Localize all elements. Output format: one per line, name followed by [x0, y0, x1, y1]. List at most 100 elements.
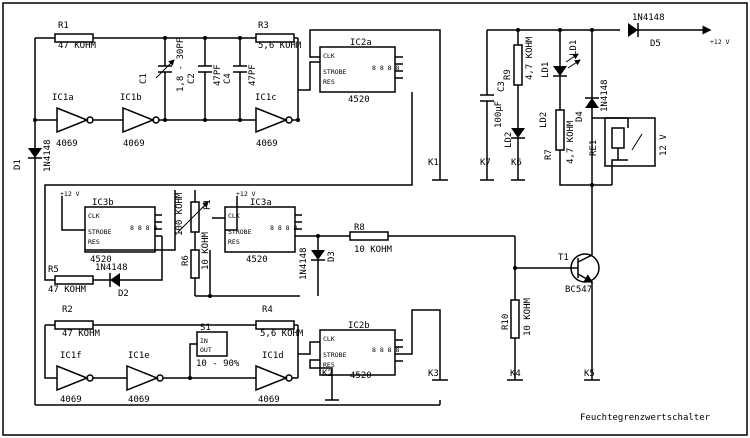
relay-re1	[604, 117, 656, 167]
resistor-r6	[190, 249, 200, 279]
inverter-ic1c	[255, 106, 289, 134]
re1-ref: RE1	[589, 140, 599, 156]
d2-value: 1N4148	[95, 263, 128, 273]
ic2b-type: 4520	[350, 371, 372, 381]
ic2a-strobe: STROBE	[323, 68, 347, 76]
c1-ref: C1	[139, 73, 149, 84]
ic1f-type: 4069	[60, 395, 82, 405]
ic3a-outs: 8 8 8 8	[270, 224, 297, 232]
ic3b-type: 4520	[90, 255, 112, 265]
c4-value: 47PF	[248, 64, 258, 86]
r7-value: 4,7 KOHM	[566, 120, 576, 164]
c3-value: 100µF	[494, 101, 504, 128]
c3-ref: C3	[497, 81, 507, 92]
counter-ic2a	[319, 46, 396, 93]
ic3b-ref: IC3b	[92, 198, 114, 208]
r9-ref: R9	[503, 69, 513, 80]
k6-label: K6	[511, 158, 522, 168]
s1-value: 10 - 90%	[196, 359, 240, 369]
c2-value: 47PF	[213, 64, 223, 86]
ic3b-strobe: STROBE	[88, 228, 112, 236]
r8-value: 10 KOHM	[354, 245, 393, 255]
supply-label: +12 V	[710, 38, 730, 46]
c2-ref: C2	[187, 73, 197, 84]
ic2a-type: 4520	[348, 95, 370, 105]
diagram-title: Feuchtegrenzwertschalter	[580, 413, 711, 423]
k3-label: K3	[428, 369, 439, 379]
junction-dots	[33, 28, 594, 380]
inverter-ic1f	[56, 364, 90, 392]
resistor-r2	[54, 320, 94, 330]
ic3a-res: RES	[228, 238, 240, 246]
ic2b-strobe: STROBE	[323, 351, 347, 359]
d5-ref: D5	[650, 39, 661, 49]
ic1e-type: 4069	[128, 395, 150, 405]
r10-ref: R10	[501, 314, 511, 330]
ic1f-ref: IC1f	[60, 351, 82, 361]
ic2b-outs: 8 8 8 8	[372, 346, 399, 354]
r1-value: 47 KOHM	[58, 41, 97, 51]
ic3a-strobe: STROBE	[228, 228, 252, 236]
r3-ref: R3	[258, 21, 269, 31]
d2-ref: D2	[118, 289, 129, 299]
ic3b-clk: CLK	[88, 212, 100, 220]
inverter-ic1a	[56, 106, 90, 134]
r6-value: 10 KOHM	[201, 231, 211, 270]
ic1d-ref: IC1d	[262, 351, 284, 361]
output-stage	[480, 23, 712, 381]
d1-ref: D1	[13, 159, 23, 170]
ic3a-clk: CLK	[228, 212, 240, 220]
r6-ref: R6	[181, 255, 191, 266]
ic1c-ref: IC1c	[255, 93, 277, 103]
r9-value: 4,7 KOHM	[525, 36, 535, 80]
t1-value: BC547	[565, 285, 592, 295]
r2-value: 47 KOHM	[62, 329, 101, 339]
ic2a-clk: CLK	[323, 52, 335, 60]
k7-label: K7	[480, 158, 491, 168]
re1-value: 12 V	[659, 134, 669, 156]
ic2b-ref: IC2b	[348, 321, 370, 331]
k2-label: K2	[322, 369, 333, 379]
r4-ref: R4	[262, 305, 273, 315]
r10-value: 10 KOHM	[523, 297, 533, 336]
r8-ref: R8	[354, 223, 365, 233]
labels: R1 47 KOHM R3 5,6 KOHM C1 1,8 - 30PF C2 …	[13, 13, 730, 423]
ic1a-type: 4069	[56, 139, 78, 149]
ic2a-outs: 8 8 8 8	[372, 64, 399, 72]
d1-value: 1N4148	[43, 139, 53, 172]
k4-label: K4	[510, 369, 521, 379]
r3-value: 5,6 KOHM	[258, 41, 302, 51]
resistor-r4	[255, 320, 295, 330]
s1-in: IN	[200, 337, 208, 345]
r7-ref: R7	[544, 149, 554, 160]
ic3a-type: 4520	[246, 255, 268, 265]
ic1b-type: 4069	[123, 139, 145, 149]
r1-ref: R1	[58, 21, 69, 31]
ic2b-clk: CLK	[323, 335, 335, 343]
s1-out: OUT	[200, 346, 212, 354]
inverter-ic1b	[122, 106, 156, 134]
s1-ref: S1	[200, 323, 211, 333]
p1-value: 100 KOHM	[175, 192, 185, 236]
r5-value: 47 KOHM	[48, 285, 87, 295]
middle-section	[44, 92, 570, 297]
d3-value: 1N4148	[299, 247, 309, 280]
ic1d-type: 4069	[258, 395, 280, 405]
bottom-oscillator	[44, 309, 448, 401]
ld1-ref: LD1	[569, 40, 579, 56]
k1-label: K1	[428, 158, 439, 168]
ic1e-ref: IC1e	[128, 351, 150, 361]
ld2-ref-2: LD2	[539, 112, 549, 128]
r5-ref: R5	[48, 265, 59, 275]
ld1-led-label: LD1	[541, 62, 551, 78]
inverter-ic1e	[126, 364, 160, 392]
inverter-ic1d	[255, 364, 289, 392]
d4-value: 1N4148	[600, 79, 610, 112]
resistor-r10	[510, 299, 520, 339]
resistor-r9	[513, 44, 523, 86]
ic1c-type: 4069	[256, 139, 278, 149]
t1-ref: T1	[558, 253, 569, 263]
ic2a-ref: IC2a	[350, 38, 372, 48]
